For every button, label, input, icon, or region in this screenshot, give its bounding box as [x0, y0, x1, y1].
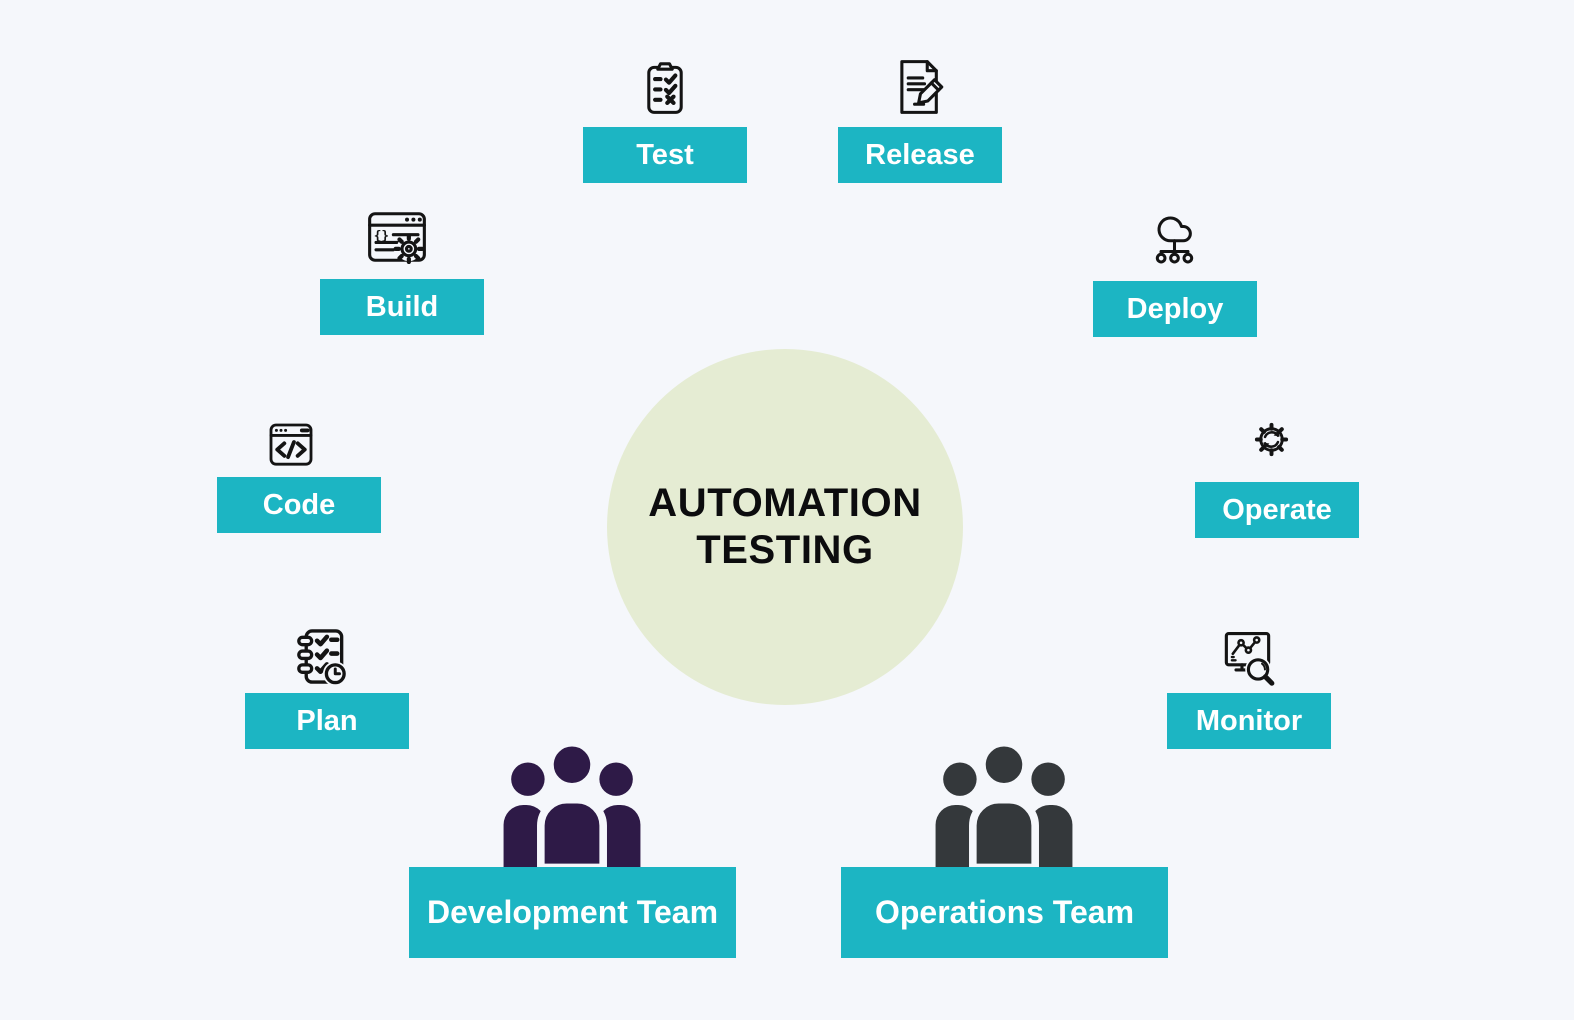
team-operations-label: Operations Team [841, 867, 1168, 958]
diagram-title-line2: TESTING [696, 528, 874, 572]
screen-chart-magnifier-icon [1224, 632, 1275, 686]
stage-test-label: Test [583, 127, 747, 183]
stage-operate-label: Operate [1195, 482, 1359, 538]
clipboard-checklist-icon [647, 62, 683, 114]
stage-plan-label: Plan [245, 693, 409, 749]
stage-monitor-label: Monitor [1167, 693, 1331, 749]
browser-code-gear-icon: {} [368, 212, 426, 264]
people-group-icon [935, 739, 1073, 868]
stage-build-label: Build [320, 279, 484, 335]
stage-release-label: Release [838, 127, 1002, 183]
svg-text:{}: {} [374, 228, 389, 243]
gear-sync-icon [1254, 422, 1289, 457]
stage-code-label: Code [217, 477, 381, 533]
browser-code-tag-icon [269, 423, 313, 466]
diagram-title-line1: AUTOMATION [648, 480, 922, 525]
stage-deploy-label: Deploy [1093, 281, 1257, 337]
document-pencil-icon [900, 60, 944, 114]
team-development-label: Development Team [409, 867, 736, 958]
notebook-checklist-clock-icon [297, 629, 348, 687]
cloud-network-icon [1155, 216, 1194, 264]
center-circle: AUTOMATION TESTING [607, 349, 963, 705]
people-group-icon [503, 739, 641, 868]
